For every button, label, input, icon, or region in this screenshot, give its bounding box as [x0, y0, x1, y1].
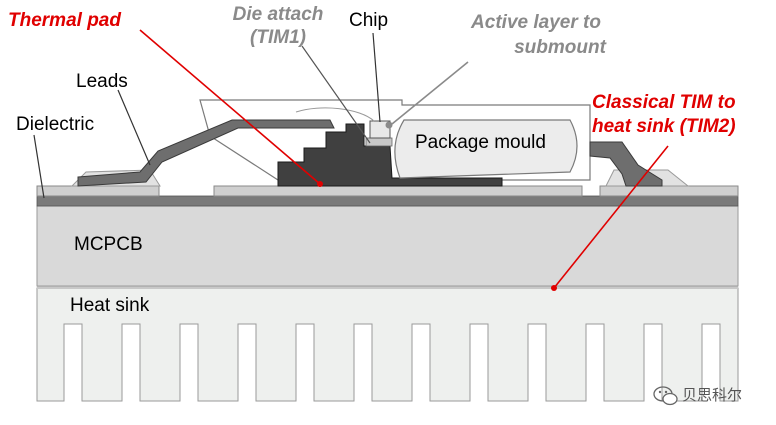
leader-thermal-pad: [139, 29, 321, 185]
lead-right: [589, 141, 663, 187]
mcpcb: [36, 205, 739, 287]
watermark-text: 贝思科尔: [682, 386, 742, 404]
tim2-layer: [37, 285, 738, 289]
label-leads: Leads: [76, 71, 128, 92]
label-mcpcb: MCPCB: [74, 234, 143, 255]
label-thermal-pad: Thermal pad: [8, 10, 121, 31]
dielectric-layer: [36, 195, 739, 207]
label-die-attach: Die attach: [233, 4, 324, 25]
leader-leads: [117, 89, 151, 166]
label-classical-tim: Classical TIM to: [592, 92, 736, 113]
leader-classical-tim: [553, 145, 669, 289]
wechat-icon: [653, 386, 678, 406]
label-classical-tim-heat-sink: heat sink (TIM2): [592, 116, 736, 137]
bond-wire: [295, 107, 375, 122]
leader-classical-tim-dot: [551, 285, 557, 291]
leader-die-attach: [301, 45, 371, 144]
heat-slug-stack: [277, 123, 503, 187]
label-active-layer: Active layer to: [470, 12, 601, 33]
leader-chip: [372, 32, 381, 123]
leader-active-layer: [391, 61, 469, 125]
leader-thermal-pad-dot: [317, 181, 323, 187]
lead-left: [77, 119, 335, 187]
watermark: 贝思科尔: [653, 386, 742, 406]
lead-pad-left: [36, 185, 160, 197]
lead-pad-right: [599, 185, 739, 197]
label-active-layer-submount: submount: [514, 37, 606, 58]
label-package-mould: Package mould: [415, 132, 546, 153]
label-chip: Chip: [349, 10, 388, 31]
leader-dielectric: [33, 134, 45, 199]
active-layer-dot: [385, 121, 393, 129]
package-mould-body: [394, 119, 578, 179]
label-dielectric: Dielectric: [16, 114, 94, 135]
heat-sink: [36, 287, 739, 402]
thermal-pad-copper: [213, 185, 583, 197]
label-die-attach-tim1: (TIM1): [250, 27, 306, 48]
label-heat-sink: Heat sink: [70, 295, 150, 316]
